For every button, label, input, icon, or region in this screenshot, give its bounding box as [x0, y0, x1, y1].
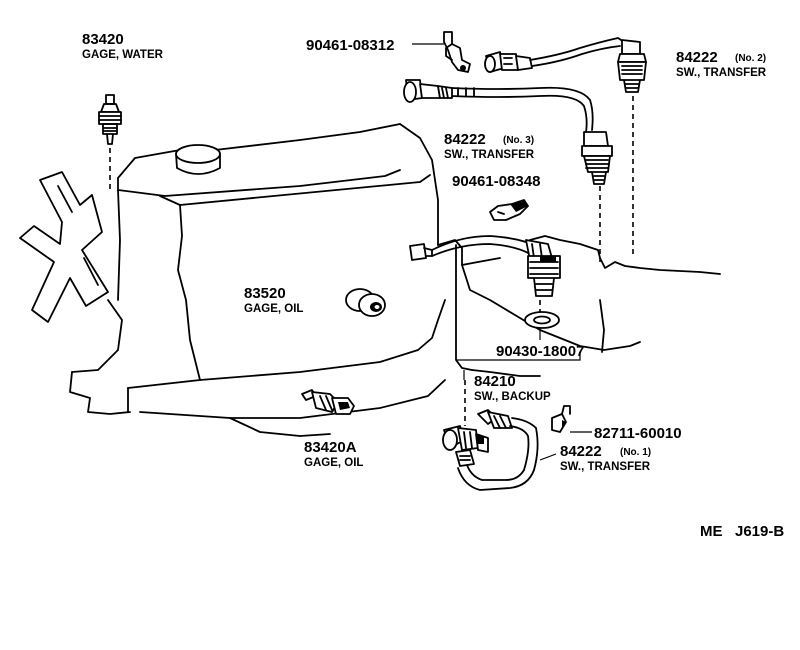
variant-no1: (No. 1)	[620, 447, 651, 458]
part-number-90461-08348: 90461-08348	[452, 173, 540, 190]
part-number-83420: 83420	[82, 31, 124, 48]
leader-transfer-no1	[539, 453, 557, 461]
part-number-82711-60010: 82711-60010	[594, 425, 682, 442]
part-name-transfer-no2: SW., TRANSFER	[676, 67, 767, 79]
oil-gage-sensor	[345, 288, 386, 317]
clamp-08312	[443, 31, 471, 73]
label-transfer-sw-no2: 84222 (No. 2) SW., TRANSFER	[676, 49, 767, 79]
label-transfer-sw-no3: 84222 (No. 3) SW., TRANSFER	[444, 131, 535, 161]
dashed-leaders	[109, 96, 634, 426]
variant-no3: (No. 3)	[503, 135, 534, 146]
bracket-line	[456, 354, 581, 361]
part-name-transfer-no1: SW., TRANSFER	[560, 461, 651, 473]
part-number-84222-no1: 84222	[560, 443, 602, 460]
part-name-backup: SW., BACKUP	[474, 391, 551, 403]
water-gage-sensor	[98, 94, 122, 145]
part-name-transfer-no3: SW., TRANSFER	[444, 149, 535, 161]
clamp-08348	[489, 199, 529, 221]
label-backup-sw: 84210 SW., BACKUP	[474, 373, 551, 403]
figure-code: ME J619-B	[700, 523, 784, 540]
center-switch-assembly	[409, 235, 561, 297]
label-transfer-sw-no1: 84222 (No. 1) SW., TRANSFER	[560, 443, 651, 473]
part-name-gage-oil: GAGE, OIL	[244, 303, 303, 315]
clip-82711	[551, 405, 571, 433]
gasket	[524, 311, 560, 329]
transfer-switch-no3-assembly	[403, 79, 613, 185]
oil-gage-a-sensor	[301, 389, 355, 415]
part-number-84210: 84210	[474, 373, 516, 390]
transfer-switch-no2-assembly	[484, 37, 647, 93]
backup-switch-assembly	[442, 409, 539, 491]
part-number-90461-08312: 90461-08312	[306, 37, 394, 54]
part-name-gage-oil-a: GAGE, OIL	[304, 457, 363, 469]
part-number-84222-no2: 84222	[676, 49, 718, 66]
part-number-83520: 83520	[244, 285, 286, 302]
label-gage-oil: 83520 GAGE, OIL	[244, 285, 303, 315]
part-number-84222-no3: 84222	[444, 131, 486, 148]
variant-no2: (No. 2)	[735, 53, 766, 64]
engine-block-outline	[19, 123, 721, 437]
part-name-gage-water: GAGE, WATER	[82, 49, 164, 61]
part-number-83420a: 83420A	[304, 439, 357, 456]
label-gage-water: 83420 GAGE, WATER	[82, 31, 164, 61]
label-gage-oil-a: 83420A GAGE, OIL	[304, 439, 363, 469]
part-number-90430-18007: 90430-18007	[496, 343, 584, 360]
